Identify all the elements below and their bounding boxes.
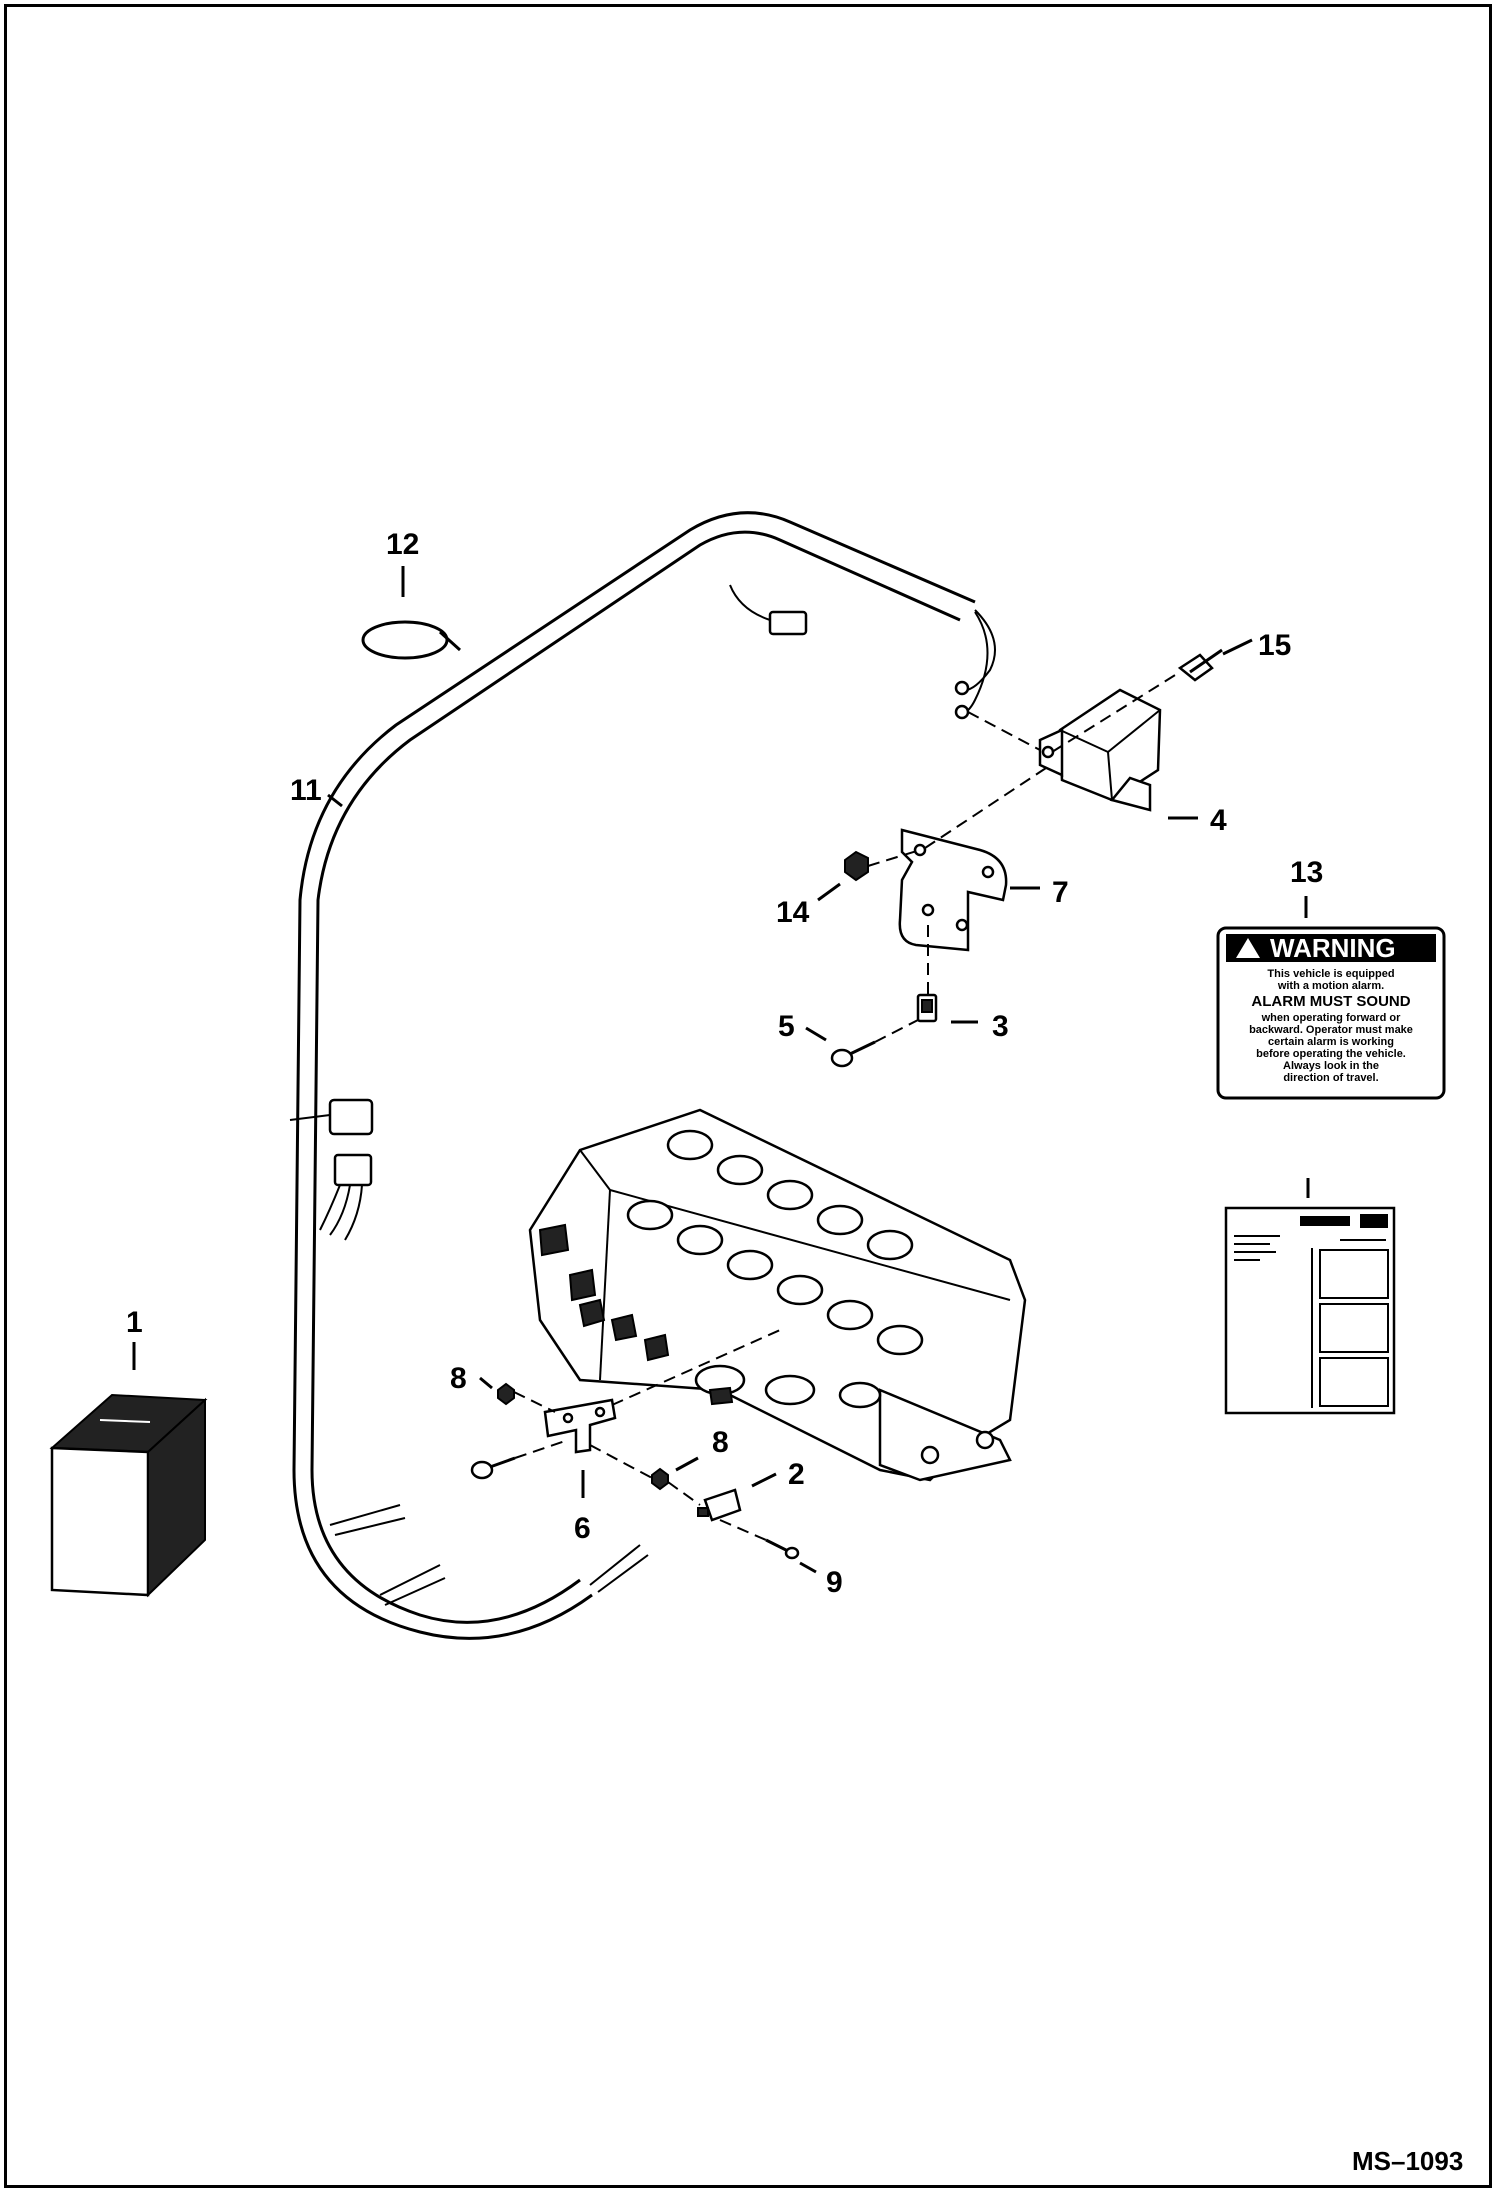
- decal-line2: with a motion alarm.: [1277, 980, 1384, 992]
- callout-14: 15: [1258, 629, 1291, 662]
- decal-emphasis: ALARM MUST SOUND: [1251, 993, 1410, 1010]
- switch-bracket: [543, 1398, 617, 1454]
- decal-line5: certain alarm is working: [1268, 1036, 1394, 1048]
- assembly-lines: [513, 671, 1181, 1541]
- control-valve: [528, 1108, 1027, 1482]
- decal-line4: backward. Operator must make: [1249, 1024, 1413, 1036]
- nut-8-upper: [497, 1382, 515, 1406]
- decal-line6: before operating the vehicle.: [1256, 1048, 1406, 1060]
- harness-connector-lower: [333, 1153, 373, 1187]
- callout-13: 14: [776, 896, 810, 929]
- harness-connector-top: [768, 610, 808, 636]
- decal-line3: when operating forward or: [1261, 1012, 1401, 1024]
- callouts: 12 11 15 4 13 7 14 3 5 1 8 6 8 2 9: [126, 528, 1323, 1599]
- switch-3: [916, 993, 938, 1023]
- callout-10: 11: [290, 774, 322, 807]
- warning-decal: WARNING This vehicle is equipped with a …: [1216, 926, 1446, 1100]
- back-up-alarm: [1038, 688, 1162, 812]
- callout-7: 7: [1052, 876, 1069, 909]
- nut-13: [844, 850, 869, 882]
- callout-6: 6: [574, 1512, 591, 1545]
- callout-3: 3: [992, 1010, 1009, 1043]
- leader-lines: [132, 566, 1310, 1574]
- callout-11: 12: [386, 528, 419, 561]
- callout-8-lower: 8: [712, 1426, 729, 1459]
- decal-line1: This vehicle is equipped: [1267, 968, 1394, 980]
- mounting-bracket: [898, 828, 1008, 952]
- nut-8-lower: [651, 1467, 669, 1491]
- drawing-border: [4, 4, 1492, 2188]
- callout-9: 9: [826, 1566, 843, 1599]
- switch-2: [697, 1488, 742, 1522]
- decal-line8: direction of travel.: [1283, 1072, 1378, 1084]
- callout-12: 13: [1290, 856, 1323, 889]
- harness-connector-mid: [328, 1098, 374, 1136]
- callout-2: 2: [788, 1458, 805, 1491]
- decal-line7: Always look in the: [1283, 1060, 1379, 1072]
- callout-1: 1: [126, 1306, 143, 1339]
- callout-4: 4: [1210, 804, 1227, 837]
- screw-5: [830, 1040, 876, 1068]
- callout-5: 5: [778, 1010, 795, 1043]
- callout-8-upper: 8: [450, 1362, 467, 1395]
- capscrew-14: [1177, 648, 1223, 682]
- screw-9: [765, 1538, 800, 1560]
- bolt-left: [470, 1456, 516, 1480]
- decal-heading: WARNING: [1270, 933, 1396, 963]
- instruction-sheet: [1224, 1206, 1396, 1415]
- parts-kit-box: [49, 1393, 208, 1598]
- drawing-code: MS–1093: [1352, 2146, 1463, 2176]
- cable-tie: [361, 620, 462, 660]
- wire-harness: [289, 511, 996, 1640]
